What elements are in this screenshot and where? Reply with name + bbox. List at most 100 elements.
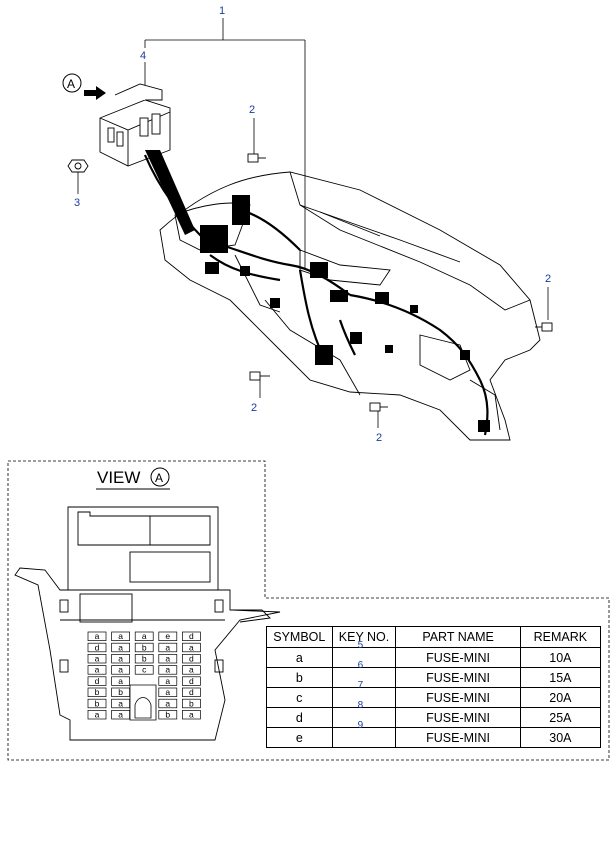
connectors: [200, 195, 490, 432]
fuse-symbol: c: [142, 665, 147, 675]
fuse-symbol: b: [165, 710, 170, 720]
fuse-symbol: a: [118, 676, 123, 686]
fuse-slot: [87, 631, 107, 641]
harness-lead: [145, 150, 195, 235]
fuse-slot: [182, 665, 201, 675]
fuse-slot: [111, 676, 130, 686]
cell-remark: 15A: [519, 667, 602, 688]
cell-part: FUSE-MINI: [395, 667, 521, 688]
header-remark: REMARK: [519, 626, 602, 648]
fuse-symbol: a: [118, 654, 123, 664]
fuse-symbol: a: [118, 698, 123, 708]
fuse-symbol: a: [189, 665, 194, 675]
fuse-symbol: a: [165, 698, 170, 708]
bolt-icon: [535, 322, 553, 332]
cell-key: 5: [331, 640, 397, 668]
cell-symbol: d: [266, 707, 333, 728]
dashboard-panel: [159, 171, 541, 441]
fuse-slot: [182, 676, 201, 686]
fuse-symbol: b: [118, 687, 123, 697]
fuse-symbol: a: [165, 676, 170, 686]
callout-2-top: 2: [249, 104, 255, 116]
fuse-symbol: b: [142, 642, 147, 652]
wiring-harness: [143, 154, 489, 436]
cell-key: 6: [331, 660, 397, 688]
header-part-name: PART NAME: [395, 626, 521, 648]
view-a-title: VIEW A: [96, 467, 170, 490]
table-row: e 9 FUSE-MINI 30A: [266, 720, 602, 748]
fuse-slot: [111, 654, 130, 664]
callout-2-right: 2: [545, 273, 551, 285]
fuse-symbol: a: [118, 665, 123, 675]
bolt-icon: [369, 402, 388, 412]
view-a-frame: [7, 460, 610, 761]
fuse-symbol: d: [95, 676, 100, 686]
svg-text:A: A: [155, 471, 163, 485]
cell-symbol: b: [266, 667, 333, 688]
nut-icon: [67, 159, 89, 173]
fuse-box-outline: [14, 506, 281, 741]
fuse-slot: [182, 710, 201, 720]
fuse-symbol: a: [189, 710, 194, 720]
fuse-slot: [182, 698, 201, 709]
key-number: 7: [357, 680, 364, 691]
bolt-icon: [247, 153, 266, 163]
cell-part: FUSE-MINI: [395, 687, 521, 708]
fuse-symbol: e: [165, 631, 170, 641]
cell-symbol: e: [266, 727, 333, 748]
table-row: b 6 FUSE-MINI 15A: [266, 660, 602, 688]
cell-remark: 10A: [519, 647, 602, 668]
cell-part: FUSE-MINI: [395, 707, 521, 728]
fuse-slot: [87, 665, 107, 675]
key-number: 8: [357, 700, 364, 711]
fuse-slot: [87, 654, 107, 664]
callout-4: 4: [140, 50, 146, 62]
cell-part: FUSE-MINI: [395, 647, 521, 668]
fuse-symbol: b: [142, 654, 147, 664]
fuse-slot: [87, 687, 107, 697]
fuse-slot: [111, 642, 130, 653]
header-key-no: KEY NO.: [331, 626, 397, 648]
callout-2-lower-right: 2: [376, 432, 382, 444]
cell-remark: 30A: [519, 727, 602, 748]
cell-key: 9: [331, 720, 397, 748]
fuse-slot: [158, 698, 178, 709]
svg-text:VIEW: VIEW: [97, 468, 140, 487]
fuse-slot: [158, 642, 178, 653]
fuse-symbol: a: [165, 642, 170, 652]
fuse-slot: [158, 654, 178, 664]
cell-remark: 20A: [519, 687, 602, 708]
fuse-slot: [158, 676, 178, 686]
table-header-row: SYMBOL KEY NO. PART NAME REMARK: [266, 626, 602, 648]
fuse-slot: [87, 710, 107, 720]
arrow-icon: [84, 86, 106, 100]
fuse-spec-table: SYMBOL KEY NO. PART NAME REMARK a 5 FUSE…: [266, 626, 602, 748]
fuse-slot: [87, 676, 107, 686]
fuse-slot: [134, 654, 154, 664]
cell-key: 8: [331, 700, 397, 728]
cell-remark: 25A: [519, 707, 602, 728]
fuse-slot: [182, 642, 201, 653]
fuse-slot: [134, 642, 154, 653]
fuse-symbol: b: [189, 698, 194, 708]
fuse-slot: [158, 665, 178, 675]
fuse-symbol: a: [189, 642, 194, 652]
cell-key: 7: [331, 680, 397, 708]
header-symbol: SYMBOL: [266, 626, 333, 648]
leader-lines: [77, 18, 549, 428]
fuse-slot: [182, 631, 201, 641]
table-row: d 8 FUSE-MINI 25A: [266, 700, 602, 728]
fuse-slot: [134, 665, 154, 675]
fuse-symbol: d: [189, 676, 194, 686]
cell-symbol: a: [266, 647, 333, 668]
fuse-symbol: b: [95, 698, 100, 708]
fuse-symbol: d: [95, 642, 100, 652]
fuse-slot: [87, 642, 107, 653]
fuse-slot: [158, 631, 178, 641]
fuse-symbol: d: [189, 687, 194, 697]
fuse-slot: [182, 687, 201, 697]
fuse-symbol: a: [165, 654, 170, 664]
fuse-symbol: a: [95, 654, 100, 664]
